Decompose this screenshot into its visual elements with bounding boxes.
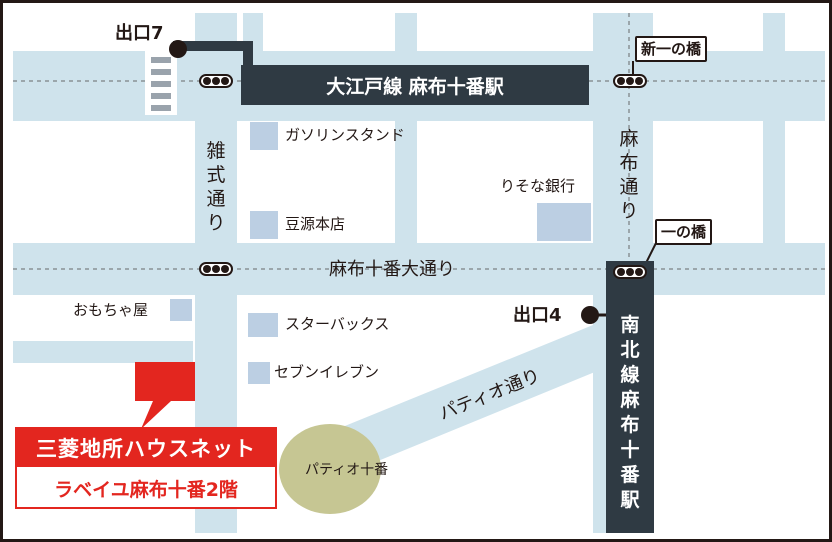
nanboku-station-label: 南北線 麻布十番駅 [620,314,640,511]
traffic-light-icon [613,265,647,279]
starbucks-building [248,313,278,337]
azabu-juban-odori-label: 麻布十番大通り [329,259,455,280]
brand-name: 三菱地所ハウスネット [17,429,275,467]
resona-label: りそな銀行 [500,177,576,195]
seven-eleven-label: セブンイレブン [274,363,380,381]
azabu-juban-odori-road [13,243,825,295]
traffic-light-icon [199,262,233,276]
traffic-light-icon [613,74,647,88]
destination-building [135,362,195,401]
small-side-road [13,341,193,363]
ichinohashi-sign: 一の橋 [655,219,713,245]
starbucks-label: スターバックス [285,315,390,333]
exit7-label: 出口7 [115,23,164,44]
nanboku-line-station: 南北線 麻布十番駅 [606,261,654,533]
patio-juban-plaza [279,424,381,514]
gas-station-building [250,122,278,150]
brand-branch: ラベイユ麻布十番2階 [54,478,238,501]
right-road [763,13,785,253]
oedo-line-station: 大江戸線 麻布十番駅 [241,65,589,105]
mamegen-label: 豆源本店 [285,215,346,233]
exit4-dot [581,306,599,324]
mamegen-building [250,211,278,239]
patio-dori-road [303,325,607,477]
zoushiki-dori-label: 雑式通り [206,140,226,234]
azabu-dori-label: 麻布通り [619,128,639,222]
patio-juban-label: パティオ十番 [305,462,389,478]
exit4-label: 出口4 [513,305,562,326]
toy-shop-label: おもちゃ屋 [73,301,149,319]
traffic-light-icon [199,74,233,88]
crosswalk [145,51,177,115]
resona-building [537,203,591,241]
exit7-passage [173,41,253,51]
seven-eleven-building [248,362,270,384]
gas-station-label: ガソリンスタンド [285,126,405,144]
shin-ichinohashi-sign: 新一の橋 [635,36,708,62]
toy-shop-building [170,299,192,321]
oedo-station-label: 大江戸線 麻布十番駅 [326,75,504,98]
exit7-dot [169,40,187,58]
brand-pointer [141,401,171,429]
destination-brand-box: 三菱地所ハウスネット ラベイユ麻布十番2階 [15,427,277,509]
